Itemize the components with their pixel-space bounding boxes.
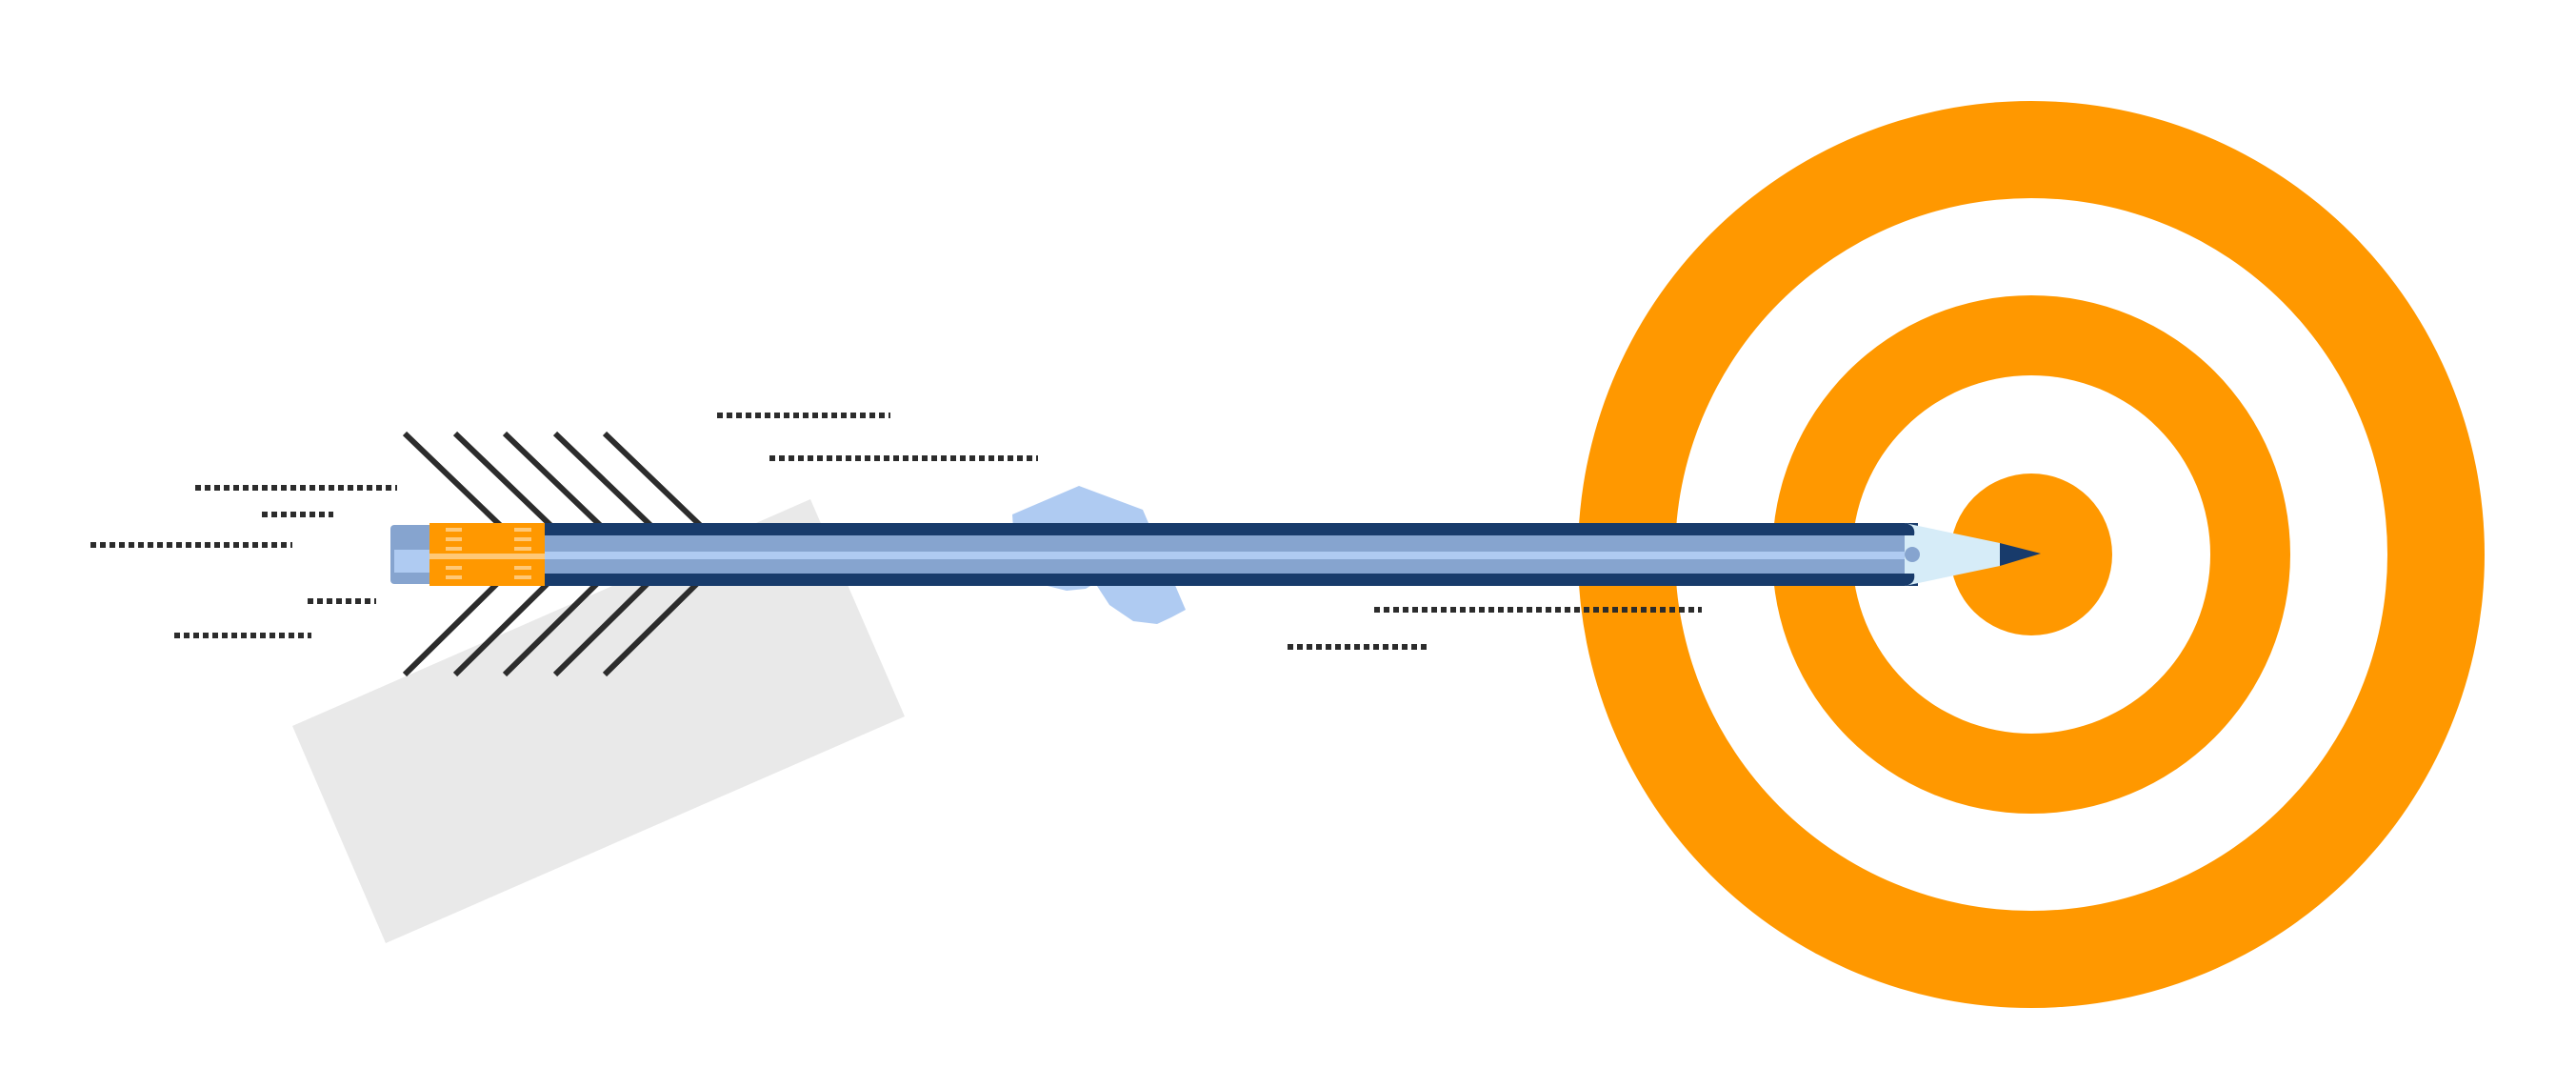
ferrule-marks bbox=[446, 528, 531, 579]
pencil-lead-tip bbox=[2000, 543, 2041, 566]
speed-dashes-lower bbox=[1288, 607, 1702, 650]
speed-dashes-upper bbox=[717, 413, 1038, 461]
pencil-wood-tip bbox=[1905, 523, 2000, 586]
speed-dashes-left bbox=[90, 485, 397, 638]
shadow-panel bbox=[292, 499, 905, 943]
pencil-arrow bbox=[390, 523, 2041, 586]
